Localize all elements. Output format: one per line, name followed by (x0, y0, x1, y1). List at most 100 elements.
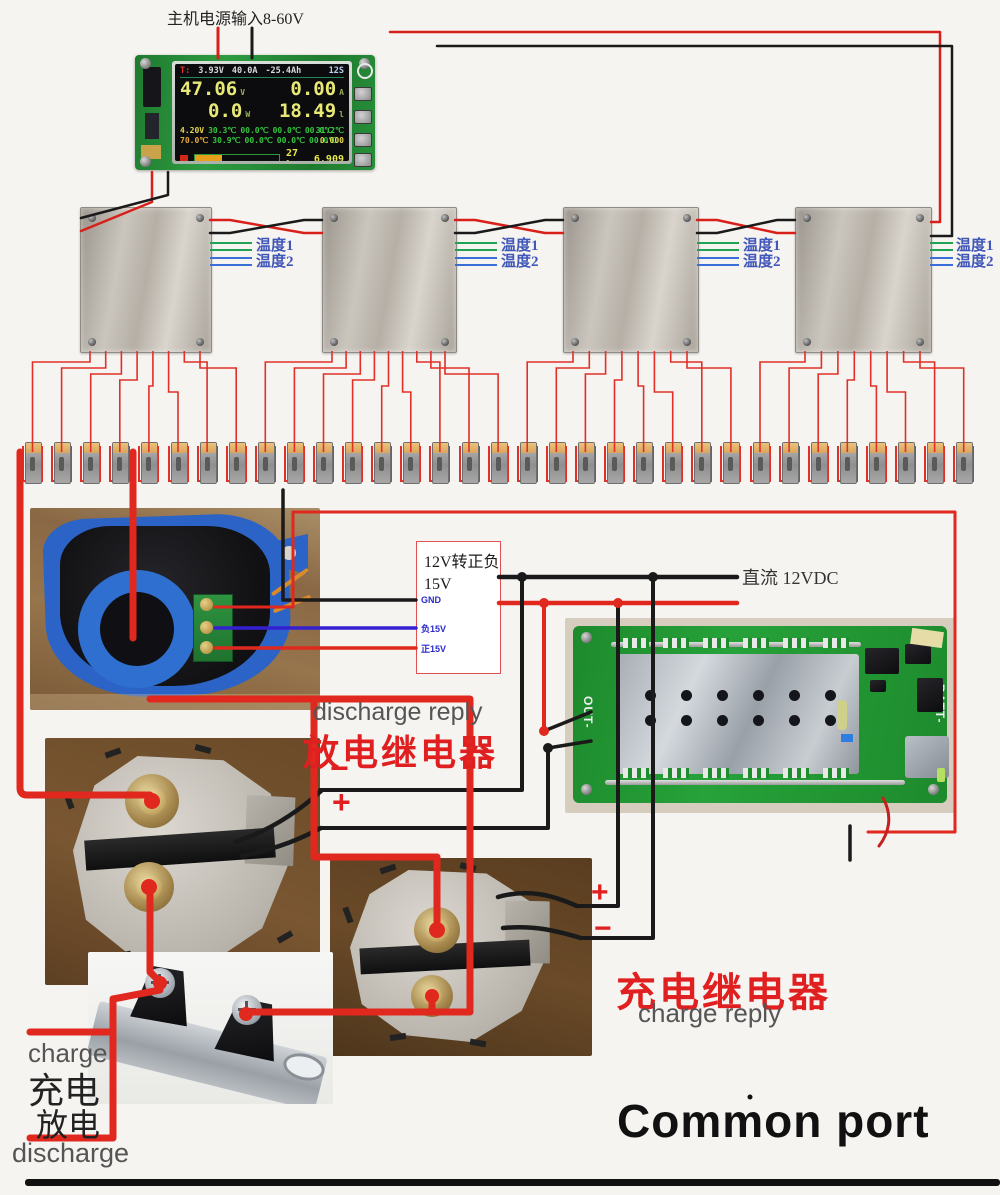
tab (104, 747, 122, 759)
out-minus-silkscreen: OUT- (581, 696, 595, 729)
common-port-label: Common port (617, 1095, 930, 1147)
discharge-relay-photo (45, 738, 320, 985)
solder-pad-group (703, 638, 729, 648)
screw (571, 214, 579, 222)
terminal-slot (582, 457, 588, 471)
terminal-cap (346, 443, 362, 453)
pack-voltage: 47.06 (180, 78, 238, 100)
display-button-2 (354, 110, 372, 124)
voltage-unit: V (240, 88, 246, 97)
battery-monitor-display: T: 3.93V 40.0A -25.4Ah 12S 47.06 V 0.00 … (135, 55, 375, 170)
balance-sense-wire (886, 351, 907, 452)
balance-terminal-15 (432, 442, 450, 484)
screw (683, 338, 691, 346)
screw (88, 338, 96, 346)
terminal-slot (641, 457, 647, 471)
relay-stud-top-nut (425, 918, 449, 942)
screw (803, 214, 811, 222)
terminal-cap (491, 443, 507, 453)
terminal-cap (869, 443, 885, 453)
display-button-4 (354, 153, 372, 167)
main-readout-row2: 0.0 W 18.49 l (208, 102, 344, 124)
heatsink-plate (617, 654, 859, 774)
balance-sense-wire (293, 351, 347, 452)
temp1-label: 温度1 (256, 238, 294, 254)
solder-pad-group (663, 768, 689, 778)
balance-terminal-6 (170, 442, 188, 484)
terminal-slot (844, 457, 850, 471)
terminal-slot (59, 457, 65, 471)
status-bar: T: 3.93V 40.0A -25.4Ah 12S (180, 66, 344, 76)
temp-8: 00.0℃ (309, 136, 338, 145)
terminal-slot (204, 457, 210, 471)
screw (581, 632, 592, 643)
battery-plate-2 (322, 207, 457, 353)
soc-percent: 27 % (285, 148, 298, 161)
tab (342, 906, 354, 924)
terminal-slot (233, 457, 239, 471)
solder-pad-group (823, 768, 849, 778)
balance-terminal-27 (781, 442, 799, 484)
balance-sense-wire (148, 351, 154, 452)
tab (276, 930, 294, 944)
screw (928, 784, 939, 795)
balance-terminal-9 (257, 442, 275, 484)
terminal-cap (258, 443, 274, 453)
temperature-rows: 4.20V 30.3℃ 00.0℃ 00.0℃ 00.0℃ 70.0℃ 30.9… (180, 126, 344, 146)
balance-sense-wire (183, 351, 208, 452)
screen-divider (180, 77, 344, 78)
screw (916, 214, 924, 222)
temp2-label: 温度2 (501, 254, 539, 270)
balance-sense-wire (351, 351, 376, 452)
sensor-pin-2 (200, 621, 213, 634)
terminal-cap (578, 443, 594, 453)
heatsink-hole (717, 690, 728, 701)
status-cell-voltage: 3.93V (198, 66, 224, 76)
terminal-cap (462, 443, 478, 453)
balance-sense-wire (31, 351, 91, 452)
terminal-cap (637, 443, 653, 453)
balance-wire-fans (31, 351, 965, 452)
terminal-slot (117, 457, 123, 471)
terminal-slot (88, 457, 94, 471)
charge-plus-label: + (591, 876, 609, 909)
terminal-cap (957, 443, 973, 453)
balance-sense-wire (653, 351, 674, 452)
tab (389, 1032, 407, 1042)
terminal-slot (815, 457, 821, 471)
solder-pad-group (783, 768, 809, 778)
balance-terminal-17 (490, 442, 508, 484)
balance-terminal-1 (25, 442, 42, 484)
screw (88, 214, 96, 222)
balance-sense-wire (613, 351, 623, 452)
balance-terminal-21 (607, 442, 624, 484)
connector (917, 678, 943, 712)
power-value: 0.0 (208, 100, 243, 122)
temp-7: 00.0℃ (276, 136, 305, 145)
balance-sense-wire (759, 351, 806, 452)
screw (803, 338, 811, 346)
terminal-cap (695, 443, 711, 453)
terminal-cap (811, 443, 827, 453)
solder-pad-group (663, 638, 689, 648)
balance-terminal-26 (752, 442, 770, 484)
balance-sense-wire (526, 351, 574, 452)
pin-neg15-label: 负15V (421, 624, 447, 634)
screw (330, 338, 338, 346)
right-stack: 31.2℃ 0.000 (316, 126, 344, 146)
temp1-label: 温度1 (501, 238, 539, 254)
balance-terminal-20 (577, 442, 595, 484)
wood-background (30, 694, 320, 710)
terminal-slot (903, 457, 908, 471)
tab (469, 1038, 487, 1048)
solder-pad-group (703, 768, 729, 778)
balance-sense-wire (415, 351, 441, 452)
heatsink-hole (789, 715, 800, 726)
balance-terminal-3 (83, 442, 101, 484)
terminal-slot (786, 457, 792, 471)
balance-terminal-31 (898, 442, 915, 484)
balance-sense-wire (60, 351, 107, 452)
diode-module-photo (88, 952, 333, 1104)
discharge-label-zh: 放电 (36, 1107, 101, 1143)
tab (194, 744, 212, 754)
